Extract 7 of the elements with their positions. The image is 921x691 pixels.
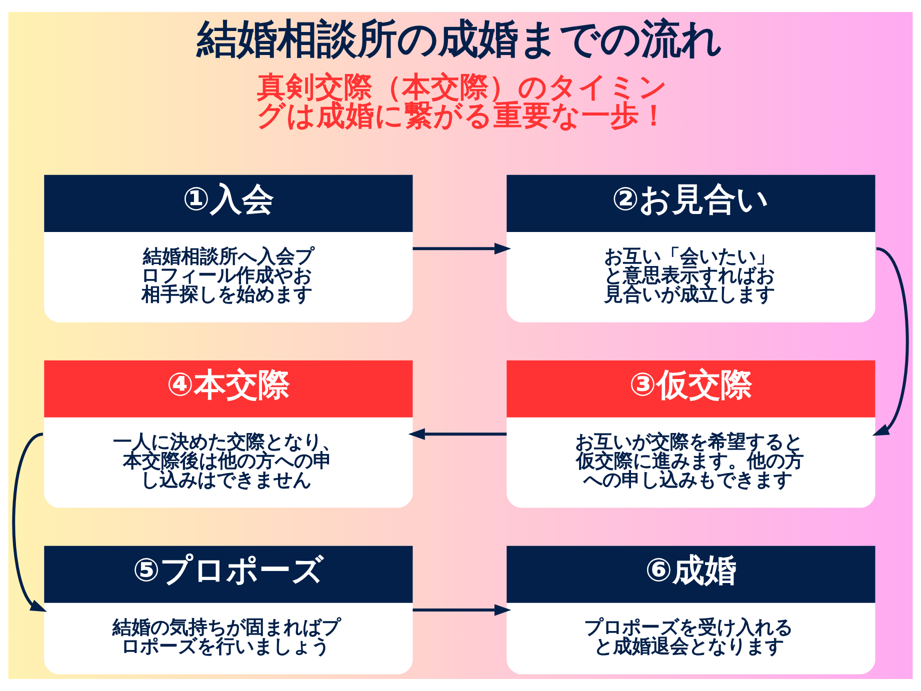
arrow [408,428,507,440]
label: 真剣交際（本交際）のタイミングは成婚に繋がる重要な一歩！ [256,70,668,132]
arrow [12,432,48,612]
arrow [872,247,909,436]
diagram-title: 結婚相談所の成婚までの流れ [197,14,722,63]
arrow [412,242,512,254]
arrow [412,604,512,616]
